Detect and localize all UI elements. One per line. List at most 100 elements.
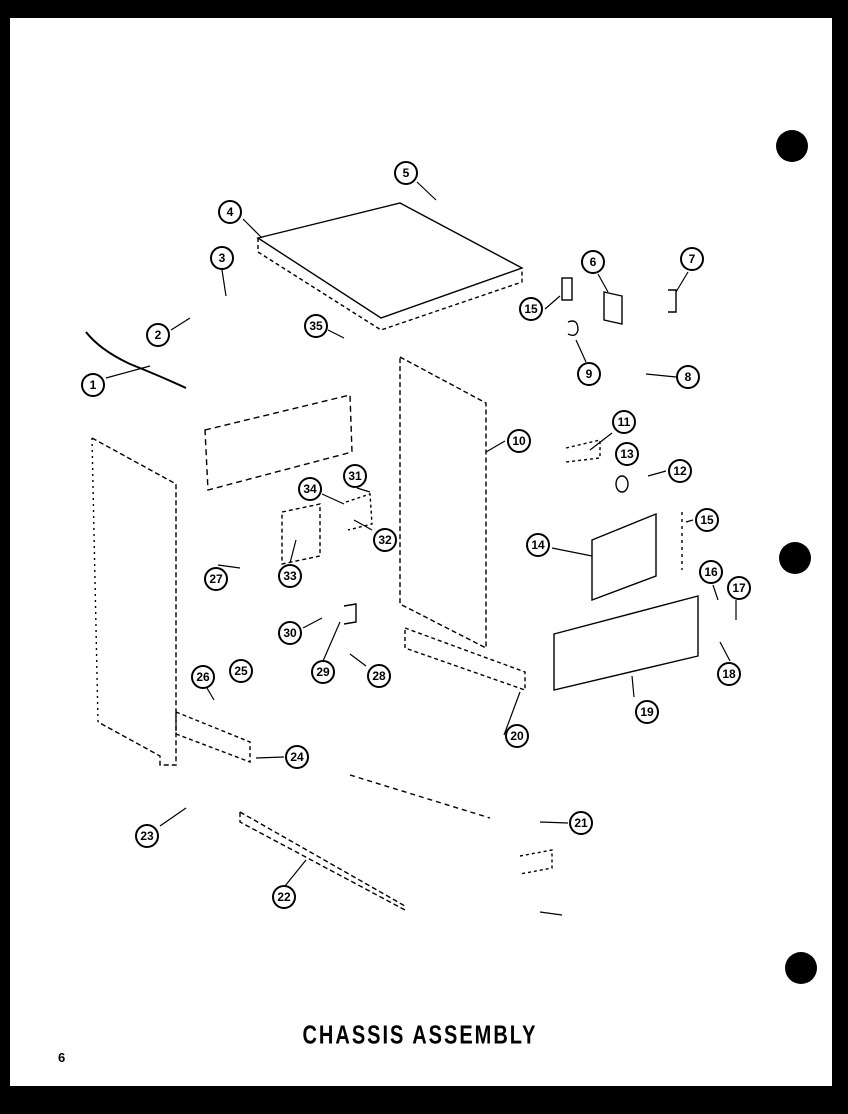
diagram-title: CHASSIS ASSEMBLY bbox=[302, 1021, 538, 1051]
callout-3: 3 bbox=[210, 246, 234, 270]
callout-12: 12 bbox=[668, 459, 692, 483]
callout-31: 31 bbox=[343, 464, 367, 488]
bracket-25 bbox=[175, 710, 251, 764]
panel-19 bbox=[553, 595, 699, 691]
punch-hole-bottom bbox=[785, 952, 817, 984]
bracket-20 bbox=[404, 626, 526, 691]
callout-30: 30 bbox=[278, 621, 302, 645]
callout-5: 5 bbox=[394, 161, 418, 185]
callout-label: 2 bbox=[155, 328, 162, 342]
callout-4: 4 bbox=[218, 200, 242, 224]
callout-19: 19 bbox=[635, 700, 659, 724]
power-cord bbox=[85, 331, 187, 389]
callout-label: 31 bbox=[348, 469, 362, 483]
page-number: 6 bbox=[58, 1050, 66, 1065]
callout-1: 1 bbox=[81, 373, 105, 397]
callout-label: 27 bbox=[209, 572, 223, 586]
callout-24: 24 bbox=[285, 745, 309, 769]
part-9 bbox=[567, 320, 579, 337]
callout-28: 28 bbox=[367, 664, 391, 688]
punch-hole-top bbox=[776, 130, 808, 162]
callout-25: 25 bbox=[229, 659, 253, 683]
right-side-panel bbox=[399, 355, 487, 650]
callout-label: 17 bbox=[732, 581, 746, 595]
callout-22: 22 bbox=[272, 885, 296, 909]
callout-35: 35 bbox=[304, 314, 328, 338]
part-15-top bbox=[561, 277, 573, 301]
callout-label: 4 bbox=[227, 205, 234, 219]
callout-label: 21 bbox=[574, 816, 588, 830]
callout-label: 12 bbox=[673, 464, 687, 478]
callout-label: 30 bbox=[283, 626, 297, 640]
callout-29: 29 bbox=[311, 660, 335, 684]
base-rail-22 bbox=[239, 811, 406, 911]
callout-label: 1 bbox=[90, 378, 97, 392]
callout-15: 15 bbox=[519, 297, 543, 321]
callout-label: 26 bbox=[196, 670, 210, 684]
callout-20: 20 bbox=[505, 724, 529, 748]
callout-label: 15 bbox=[524, 302, 538, 316]
part-11 bbox=[565, 439, 601, 463]
callout-21: 21 bbox=[569, 811, 593, 835]
callout-14: 14 bbox=[526, 533, 550, 557]
part-6 bbox=[603, 291, 623, 325]
part-outlines bbox=[85, 202, 699, 911]
callout-13: 13 bbox=[615, 442, 639, 466]
callout-16: 16 bbox=[699, 560, 723, 584]
callout-label: 22 bbox=[277, 890, 291, 904]
callout-7: 7 bbox=[680, 247, 704, 271]
callout-23: 23 bbox=[135, 824, 159, 848]
part-30 bbox=[343, 603, 357, 625]
callout-label: 10 bbox=[512, 434, 526, 448]
callout-label: 16 bbox=[704, 565, 718, 579]
callout-label: 24 bbox=[290, 750, 304, 764]
callout-label: 11 bbox=[618, 415, 631, 429]
part-33 bbox=[345, 493, 373, 531]
callout-label: 6 bbox=[590, 255, 597, 269]
callout-18: 18 bbox=[717, 662, 741, 686]
callout-11: 11 bbox=[612, 410, 636, 434]
paper bbox=[10, 18, 832, 1086]
callout-label: 35 bbox=[309, 319, 323, 333]
callout-17: 17 bbox=[727, 576, 751, 600]
callout-10: 10 bbox=[507, 429, 531, 453]
callout-label: 23 bbox=[140, 829, 154, 843]
panel-14 bbox=[591, 512, 657, 602]
callout-33: 33 bbox=[278, 564, 302, 588]
callout-label: 29 bbox=[316, 665, 330, 679]
leader-lines bbox=[105, 181, 737, 916]
callout-26: 26 bbox=[191, 665, 215, 689]
callout-label: 19 bbox=[640, 705, 654, 719]
callout-label: 33 bbox=[283, 569, 297, 583]
callout-label: 8 bbox=[685, 370, 692, 384]
back-inner-panel bbox=[204, 394, 353, 491]
callout-label: 34 bbox=[303, 482, 317, 496]
callout-9: 9 bbox=[577, 362, 601, 386]
callout-15: 15 bbox=[695, 508, 719, 532]
callout-label: 13 bbox=[620, 447, 634, 461]
callout-label: 7 bbox=[689, 252, 696, 266]
callout-label: 20 bbox=[510, 729, 524, 743]
callout-label: 14 bbox=[531, 538, 545, 552]
callout-label: 25 bbox=[234, 664, 248, 678]
callout-label: 3 bbox=[219, 251, 226, 265]
callout-label: 18 bbox=[722, 667, 736, 681]
callout-label: 9 bbox=[586, 367, 593, 381]
callout-label: 28 bbox=[372, 669, 386, 683]
left-side-panel bbox=[91, 437, 177, 766]
callout-label: 5 bbox=[403, 166, 410, 180]
callout-32: 32 bbox=[373, 528, 397, 552]
callout-label: 32 bbox=[378, 533, 392, 547]
part-13 bbox=[615, 475, 629, 493]
callout-label: 15 bbox=[700, 513, 714, 527]
part-7 bbox=[668, 289, 677, 313]
callout-2: 2 bbox=[146, 323, 170, 347]
callout-8: 8 bbox=[676, 365, 700, 389]
punch-hole-middle bbox=[779, 542, 811, 574]
callout-6: 6 bbox=[581, 250, 605, 274]
callout-34: 34 bbox=[298, 477, 322, 501]
callout-27: 27 bbox=[204, 567, 228, 591]
